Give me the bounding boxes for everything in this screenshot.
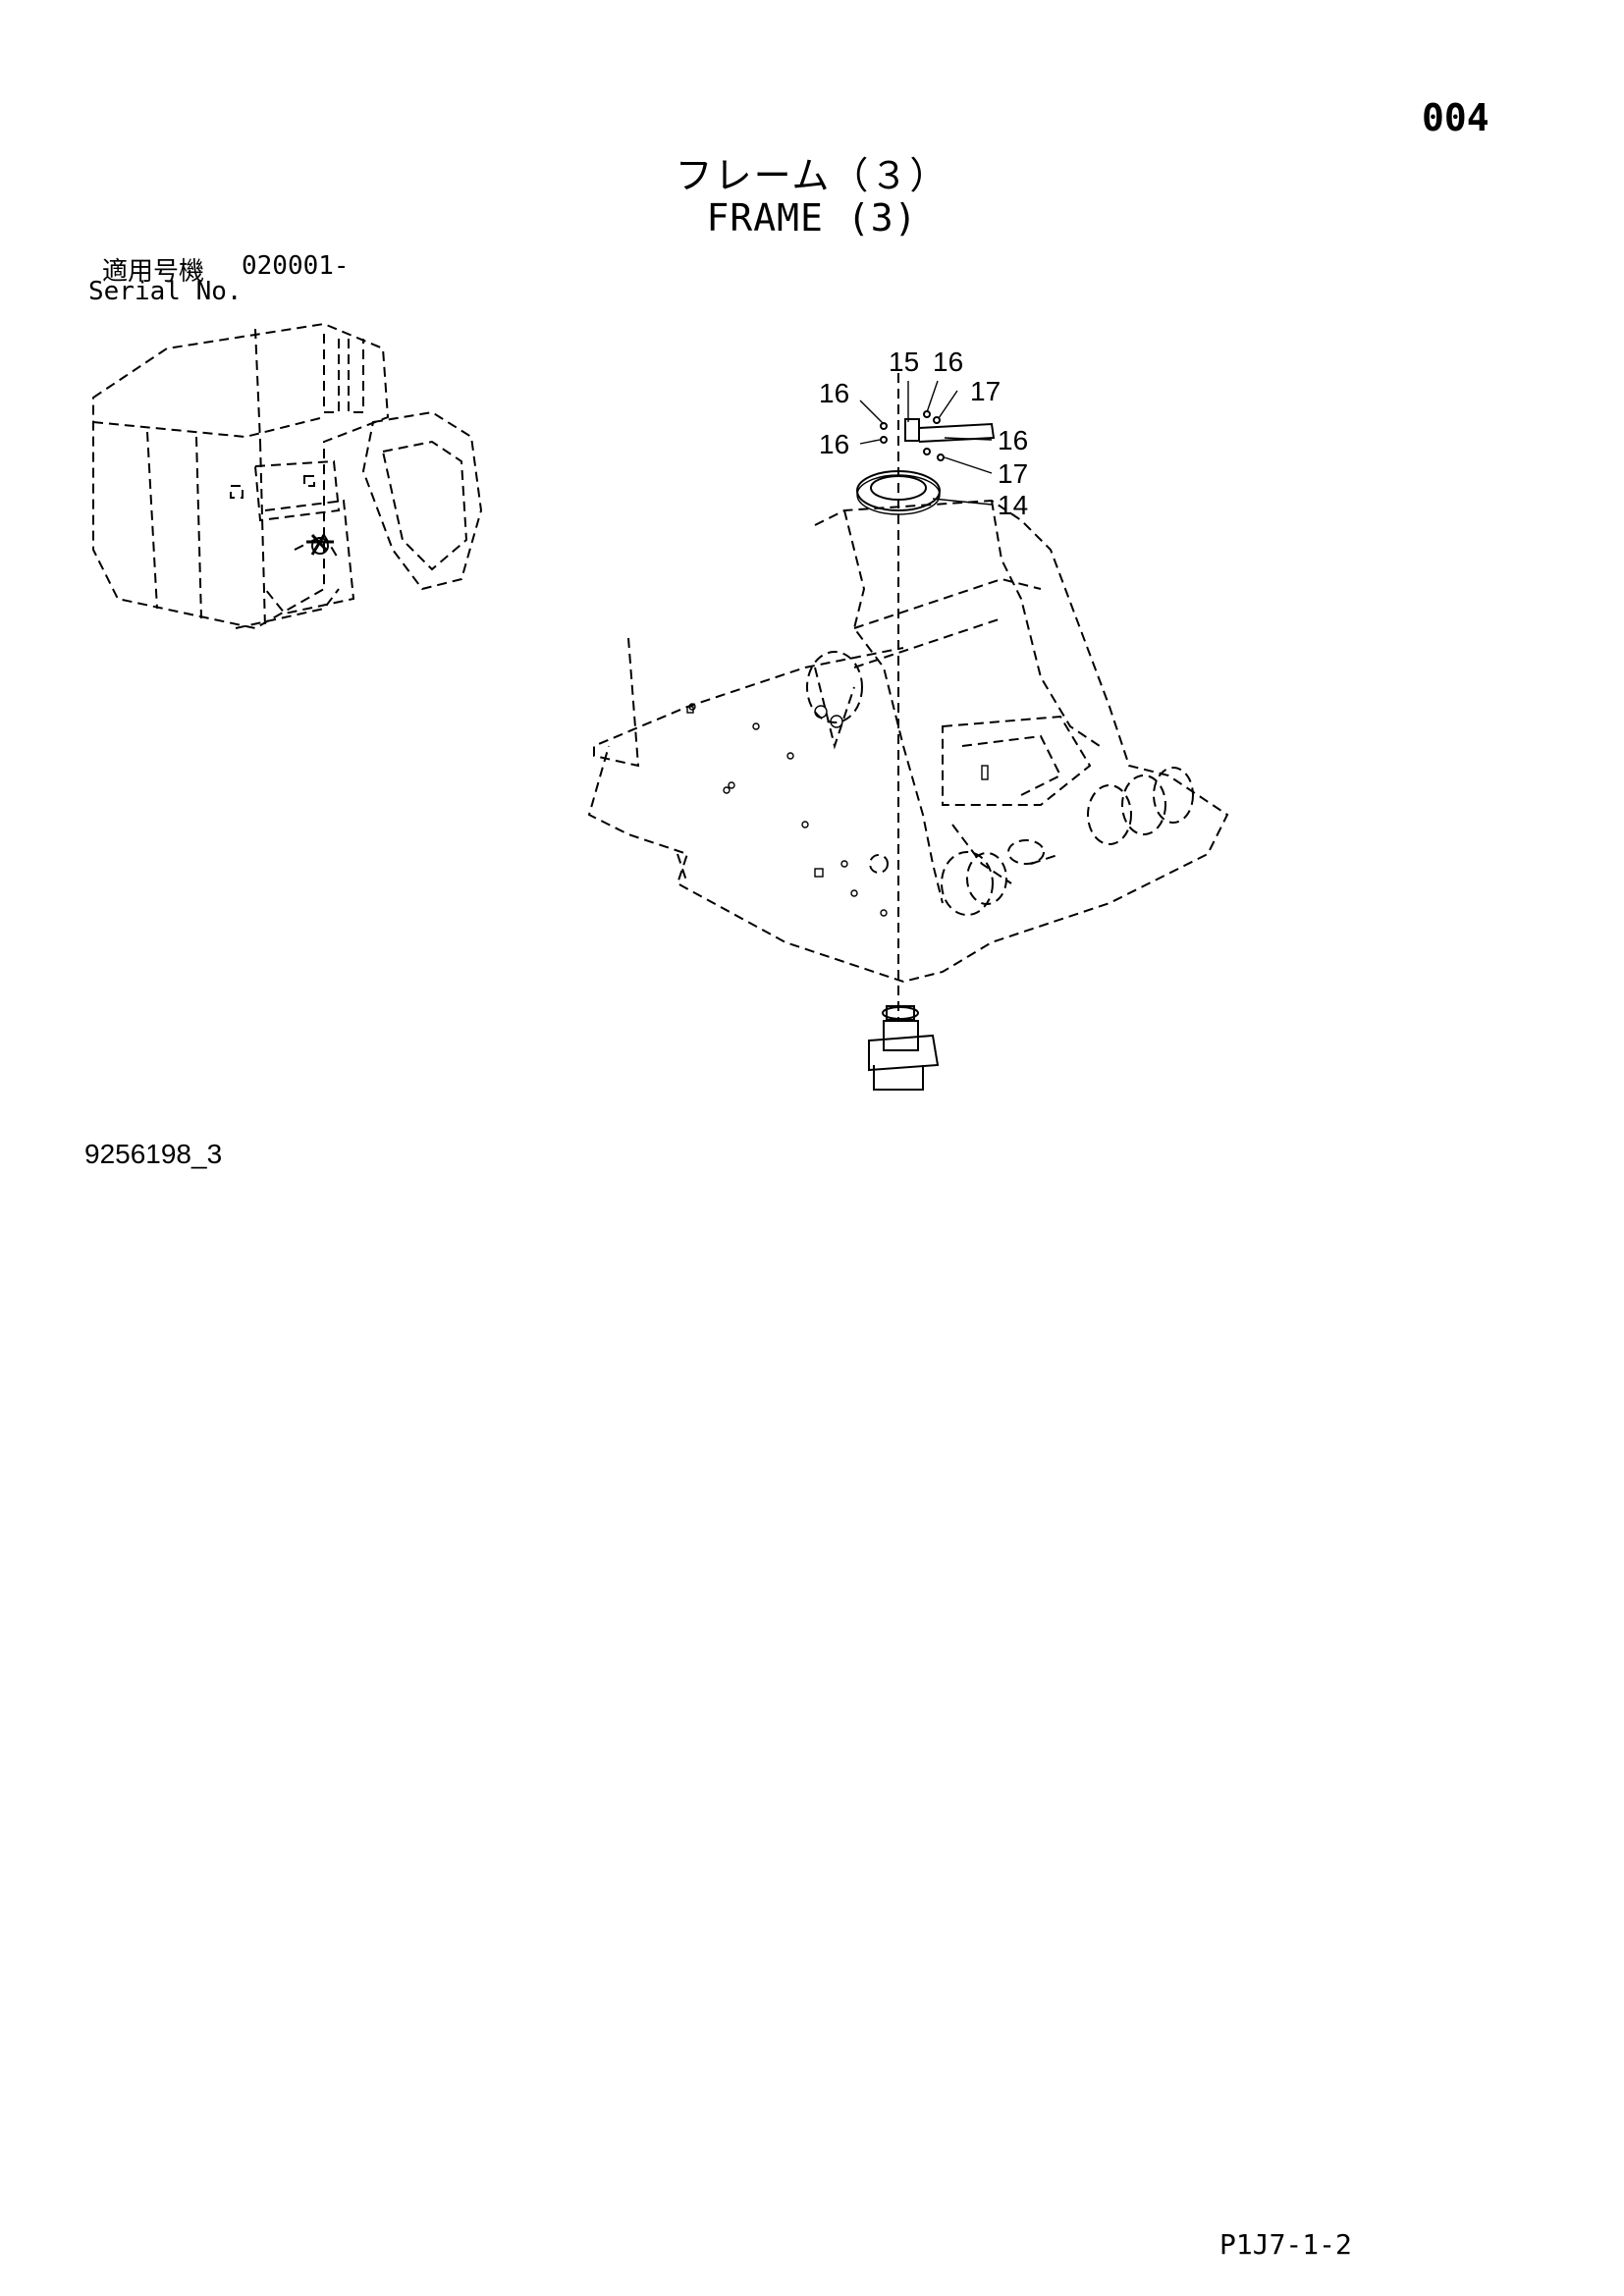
callout-16: 16 <box>819 429 849 459</box>
callout-16: 16 <box>998 425 1028 455</box>
machine-outline <box>92 322 483 630</box>
part-16-17-bolts <box>880 410 945 461</box>
serial-label-japanese: 適用号機 <box>102 257 205 287</box>
revolving-frame-drawing <box>587 373 1229 1021</box>
callout-14: 14 <box>998 490 1028 520</box>
serial-number-range: 020001- <box>242 251 350 281</box>
callout-16: 16 <box>819 378 849 408</box>
callout-17: 17 <box>970 376 1001 406</box>
drawing-number: 9256198_3 <box>84 1139 223 1169</box>
serial-label-english: Serial No. <box>88 277 243 306</box>
callout-16: 16 <box>933 347 963 377</box>
leader-lines <box>859 380 993 506</box>
part-14-swivel-ring <box>856 470 941 515</box>
page-code: P1J7-1-2 <box>1219 2228 1352 2261</box>
locator-marker <box>306 533 334 556</box>
page-number: 004 <box>1422 96 1489 139</box>
callout-15: 15 <box>889 347 919 377</box>
callout-17: 17 <box>998 458 1028 489</box>
part-15-stopper <box>904 418 996 443</box>
title-japanese: フレーム（３） <box>675 154 949 197</box>
title-english: FRAME (3) <box>706 196 918 240</box>
center-joint-assembly <box>868 1005 940 1091</box>
